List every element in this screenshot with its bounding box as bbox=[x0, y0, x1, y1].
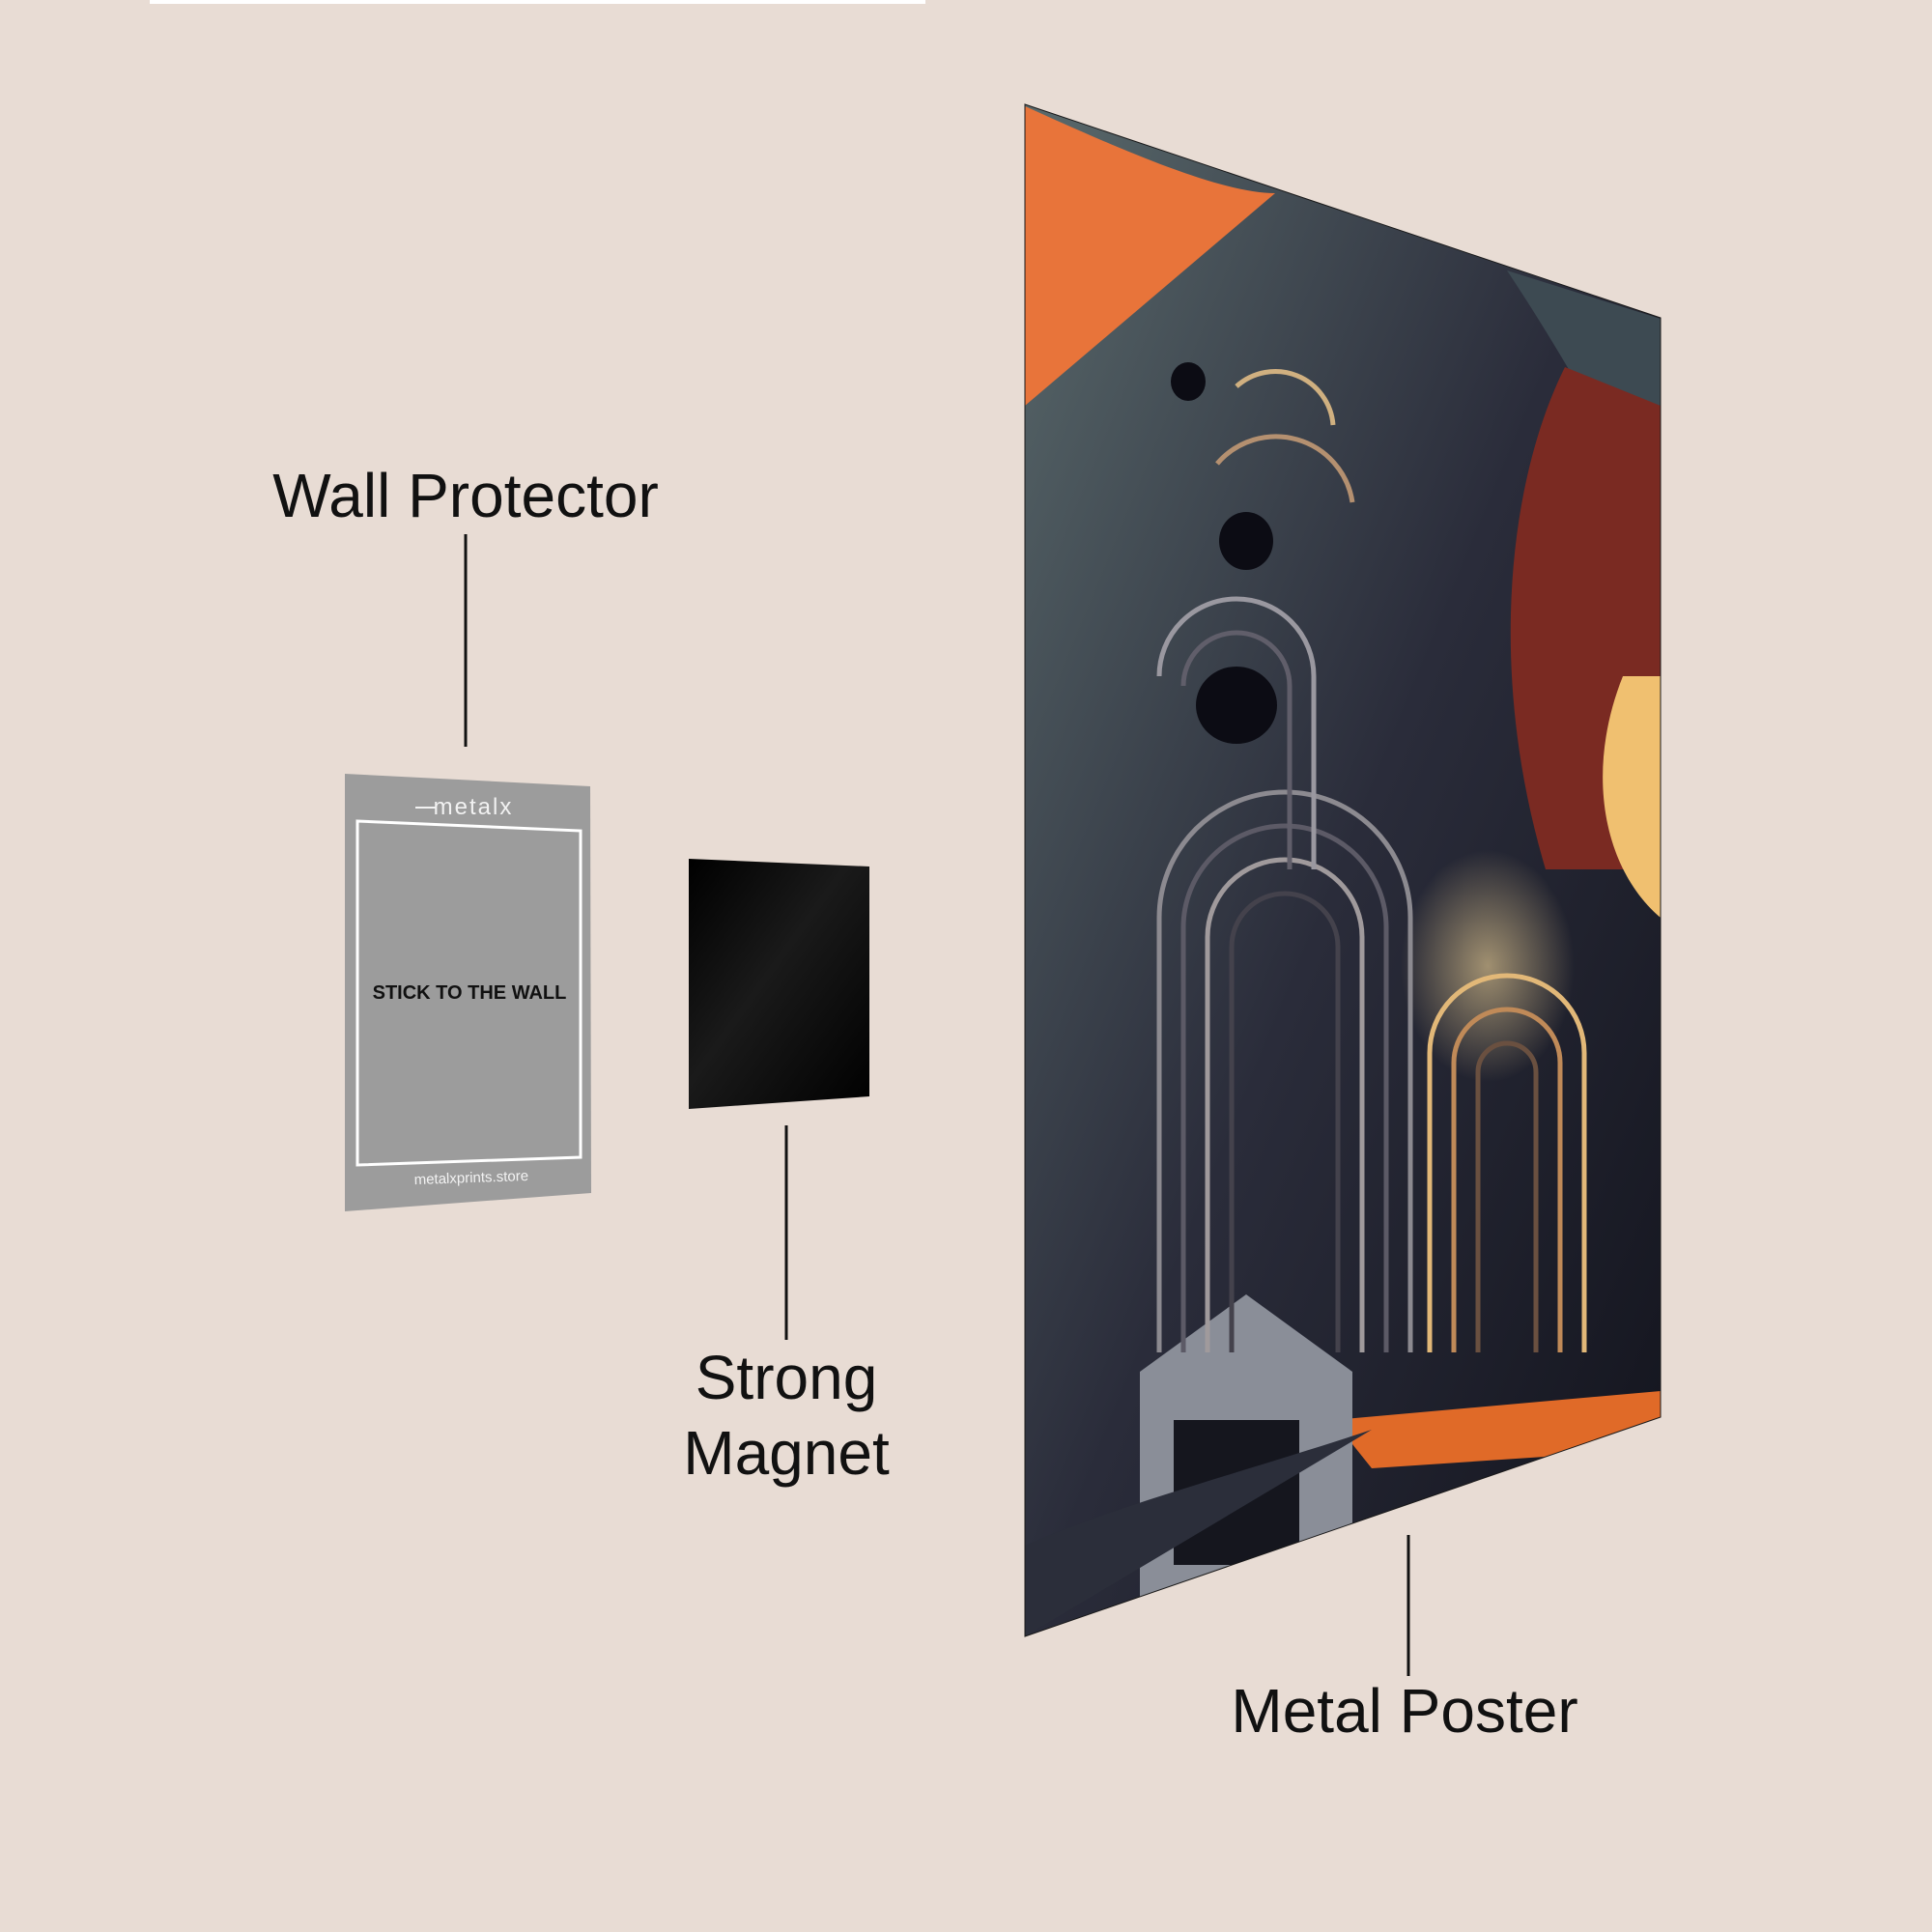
top-white-bar bbox=[150, 0, 925, 4]
metal-poster-label: Metal Poster bbox=[1231, 1676, 1577, 1746]
website-text: metalxprints.store bbox=[413, 1168, 528, 1188]
strong-magnet bbox=[689, 859, 869, 1109]
stick-to-wall-text: STICK TO THE WALL bbox=[373, 982, 567, 1004]
metal-poster-edge bbox=[1024, 103, 1662, 1637]
wall-protector-card: metalx STICK TO THE WALL metalxprints.st… bbox=[345, 774, 591, 1211]
metal-poster-artwork bbox=[1025, 104, 1661, 1636]
strong-magnet-label-line1: Strong bbox=[696, 1343, 878, 1412]
strong-magnet-label-line2: Magnet bbox=[683, 1418, 890, 1488]
wall-protector-label: Wall Protector bbox=[272, 461, 659, 530]
metalx-logo: metalx bbox=[434, 794, 514, 820]
